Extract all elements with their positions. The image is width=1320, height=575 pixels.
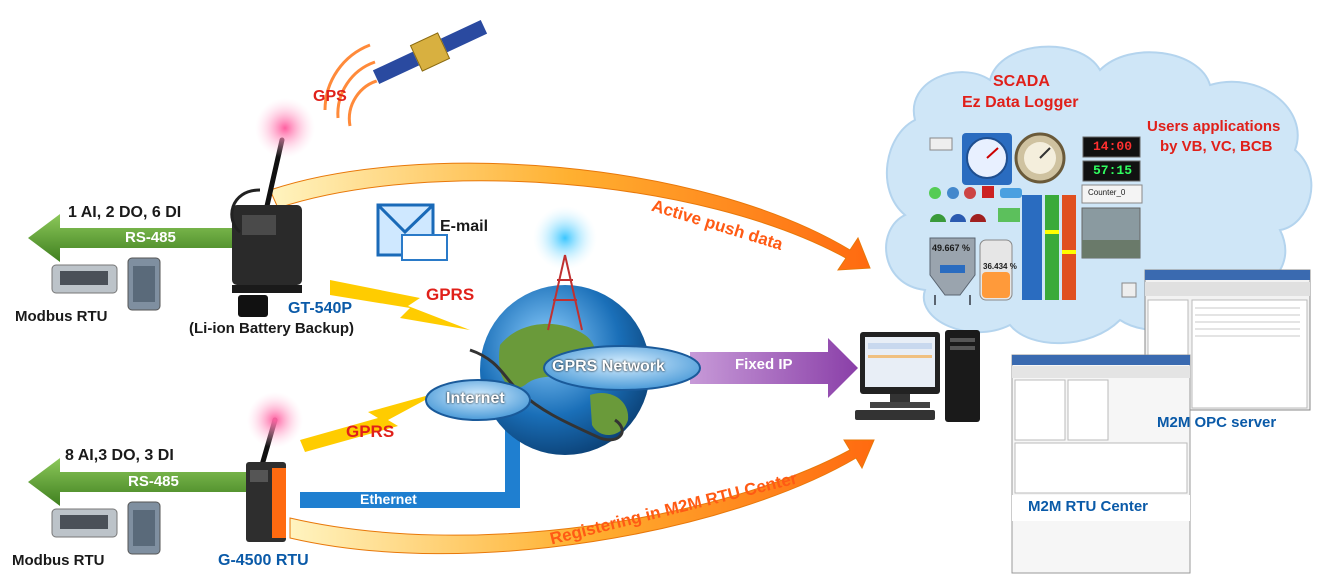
tower-icon: [547, 254, 583, 331]
email-envelope-icon: [376, 203, 448, 261]
signal-glow-gt540p: [255, 98, 315, 158]
registering-arrow: [289, 439, 875, 555]
modbus-bottom-label: Modbus RTU: [12, 552, 105, 569]
tank-level-1: 49.667 %: [932, 243, 971, 253]
gt540p-label: GT-540P: [288, 300, 353, 317]
g4500-label: G-4500 RTU: [218, 552, 309, 569]
io-bottom-label: 8 AI,3 DO, 3 DI: [65, 447, 174, 464]
signal-glow-g4500: [247, 392, 303, 448]
internet-oval: [425, 379, 531, 421]
gt540p-device: [230, 137, 302, 317]
gprs-bolt-top: [330, 280, 470, 330]
fixed-ip-label: Fixed IP: [735, 356, 793, 373]
rs485-bottom-arrow: [28, 458, 248, 506]
gps-waves: [323, 43, 381, 127]
led-display-top: 14:00: [1093, 139, 1133, 154]
tank-level-2: 36.434 %: [983, 262, 1017, 271]
rs485-top-arrow: [28, 214, 235, 262]
rs485-top-label: RS-485: [125, 229, 176, 246]
led-display-bottom: 57:15: [1093, 163, 1133, 178]
ethernet-line: [300, 395, 520, 508]
fixed-ip-arrow: [690, 338, 858, 398]
ethernet-label: Ethernet: [360, 491, 417, 507]
signal-glow-tower: [533, 206, 597, 270]
users-apps-label-1: Users applications: [1147, 118, 1281, 135]
rs485-bottom-label: RS-485: [128, 473, 179, 490]
rtu-center-window: [1011, 354, 1191, 574]
scada-label: SCADA: [993, 73, 1050, 90]
gprs-network-oval: [543, 345, 701, 391]
active-push-arrow: [269, 162, 871, 271]
ethernet-cable: [469, 348, 624, 442]
rtu-center-label: M2M RTU Center: [1028, 498, 1149, 515]
gprs-bottom-label: GPRS: [346, 422, 395, 441]
gps-label: GPS: [313, 88, 347, 105]
counter-label: Counter_0: [1088, 188, 1126, 197]
battery-label: (Li-ion Battery Backup): [189, 320, 355, 337]
opc-server-label: M2M OPC server: [1157, 414, 1277, 431]
scada-widgets: [929, 132, 1143, 305]
email-label: E-mail: [440, 218, 489, 235]
modbus-top-label: Modbus RTU: [15, 308, 108, 325]
internet-label: Internet: [446, 390, 505, 407]
modbus-devices-top: [51, 257, 161, 311]
pc-workstation: [855, 330, 980, 422]
users-apps-label-2: by VB, VC, BCB: [1160, 138, 1273, 155]
io-top-label: 1 AI, 2 DO, 6 DI: [68, 204, 182, 221]
satellite-icon: [371, 18, 489, 86]
ez-logger-label: Ez Data Logger: [962, 94, 1079, 111]
gprs-top-label: GPRS: [426, 285, 475, 304]
modbus-devices-bottom: [51, 501, 161, 555]
gprs-network-label: GPRS Network: [552, 358, 665, 375]
gprs-bolt-bottom: [300, 392, 440, 452]
